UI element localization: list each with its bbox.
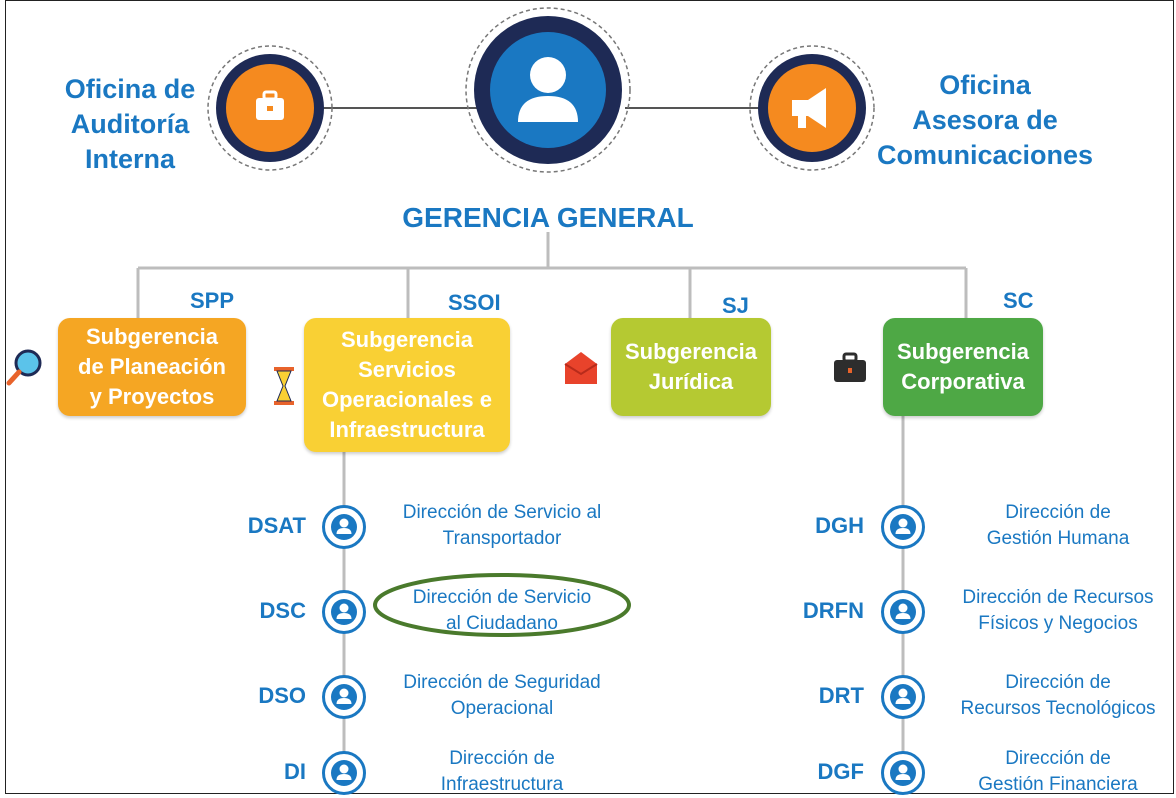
direction-abbr: DGF: [817, 759, 864, 784]
direction-label-line: Infraestructura: [440, 774, 564, 795]
subgerencia-servicios-box: Subgerencia Servicios Operacionales e In…: [304, 318, 510, 452]
direction-label-line: Gestión Financiera: [978, 774, 1138, 795]
direction-label: Dirección de Servicio al Ciudadano: [378, 585, 626, 637]
envelope-icon: [564, 352, 598, 384]
person-icon: [881, 590, 925, 634]
general-management-title: GERENCIA GENERAL: [402, 202, 694, 233]
spp-abbr: SPP: [190, 288, 235, 313]
person-icon: [322, 590, 366, 634]
direction-label-line: Físicos y Negocios: [978, 613, 1138, 634]
direction-abbr: DI: [284, 759, 306, 784]
direction-label-line: Gestión Humana: [986, 528, 1130, 549]
direction-label-line: Dirección de: [1005, 748, 1111, 769]
direction-abbr: DSC: [259, 598, 306, 623]
box-line: Subgerencia: [896, 339, 1030, 364]
direction-label-line: al Ciudadano: [446, 613, 558, 634]
hourglass-icon: [274, 367, 294, 405]
audit-office-line: Auditoría: [70, 109, 190, 139]
direction-abbr: DSO: [258, 683, 306, 708]
direction-label-line: Dirección de: [449, 748, 555, 769]
box-line: Subgerencia: [340, 327, 474, 352]
direction-abbr: DGH: [815, 513, 864, 538]
direction-label-line: Dirección de Servicio: [412, 587, 592, 608]
direction-label-line: Operacional: [450, 698, 554, 719]
person-icon: [881, 675, 925, 719]
magnifier-icon: [6, 349, 42, 386]
direction-label: Dirección de Servicio al Transportador: [378, 500, 626, 552]
person-icon: [322, 505, 366, 549]
audit-office-line: Oficina de: [64, 74, 196, 104]
person-circle: [465, 7, 631, 173]
box-line: y Proyectos: [89, 384, 215, 409]
ssoi-abbr: SSOI: [448, 290, 501, 315]
highlight-ellipse: [373, 573, 631, 637]
person-icon: [322, 675, 366, 719]
box-line: Infraestructura: [329, 417, 485, 442]
subgerencia-planeacion-box: Subgerencia de Planeación y Proyectos: [58, 318, 246, 416]
subgerencia-juridica-box: Subgerencia Jurídica: [611, 318, 771, 416]
direction-label-line: Dirección de: [1005, 502, 1111, 523]
megaphone-circle: [749, 45, 875, 171]
direction-label: Dirección de Gestión Humana: [944, 500, 1172, 552]
box-line: Subgerencia: [624, 339, 758, 364]
communications-office-line: Asesora de: [912, 105, 1058, 135]
communications-office-line: Oficina: [939, 70, 1031, 100]
direction-label-line: Dirección de Seguridad: [403, 672, 601, 693]
person-icon: [881, 505, 925, 549]
direction-abbr: DRT: [818, 683, 864, 708]
box-line: Operacionales e: [322, 387, 492, 412]
sc-abbr: SC: [1003, 288, 1034, 313]
direction-label-line: Dirección de Recursos: [962, 587, 1154, 608]
audit-office-line: Interna: [84, 144, 176, 174]
box-line: Servicios: [358, 357, 456, 382]
person-icon: [881, 751, 925, 795]
direction-abbr: DSAT: [247, 513, 306, 538]
audit-office-label: Oficina de Auditoría Interna: [50, 72, 210, 177]
direction-label: Dirección de Infraestructura: [378, 746, 626, 798]
direction-label-line: Recursos Tecnológicos: [960, 698, 1156, 719]
direction-label-line: Dirección de Servicio al: [402, 502, 602, 523]
direction-label: Dirección de Gestión Financiera: [944, 746, 1172, 798]
direction-label-line: Dirección de: [1005, 672, 1111, 693]
frame-border: [5, 0, 1174, 794]
direction-label-line: Transportador: [442, 528, 562, 549]
communications-office-line: Comunicaciones: [876, 140, 1094, 170]
briefcase-icon: [834, 352, 866, 382]
box-line: de Planeación: [78, 354, 226, 379]
subgerencia-corporativa-box: Subgerencia Corporativa: [883, 318, 1043, 416]
box-line: Corporativa: [901, 369, 1025, 394]
direction-abbr: DRFN: [802, 598, 864, 623]
direction-label: Dirección de Recursos Tecnológicos: [944, 670, 1172, 722]
briefcase-circle: [207, 45, 333, 171]
box-line: Jurídica: [648, 369, 734, 394]
sj-abbr: SJ: [722, 293, 749, 318]
box-line: Subgerencia: [85, 324, 219, 349]
communications-office-label: Oficina Asesora de Comunicaciones: [870, 68, 1100, 173]
person-icon: [322, 751, 366, 795]
